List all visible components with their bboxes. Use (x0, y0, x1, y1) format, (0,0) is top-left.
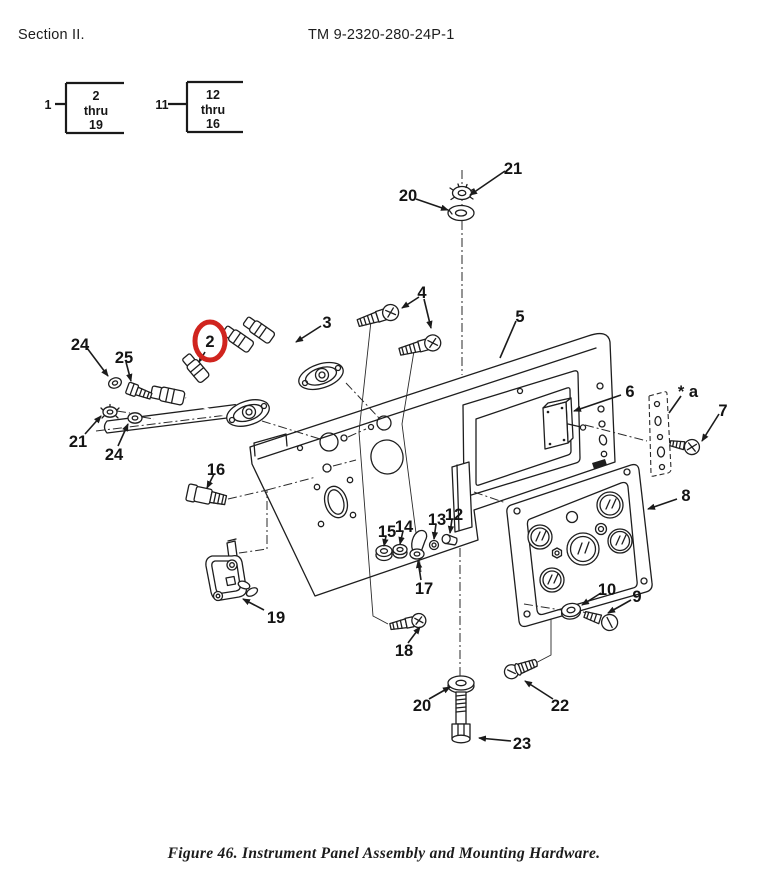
plate-a (648, 391, 672, 477)
item-group-11: 11 12 thru 16 (155, 80, 243, 134)
screw-9 (583, 610, 619, 632)
screw-18 (389, 612, 427, 631)
washer-20-top (447, 204, 475, 222)
callout-18: 18 (395, 642, 413, 660)
latch-slot (592, 459, 607, 469)
construction-lines (358, 320, 552, 668)
callout-16: 16 (207, 461, 225, 479)
washer-24 (108, 377, 122, 389)
callout-14: 14 (395, 518, 414, 536)
callout-21-left: 21 (69, 433, 87, 451)
callout-7: 7 (718, 402, 727, 420)
ring-13 (428, 539, 440, 551)
callout-12: 12 (445, 506, 463, 524)
nut-15 (375, 544, 393, 562)
bolt-23 (451, 691, 471, 744)
callout-labels: 21 20 4 3 5 2 24 25 21 24 16 19 15 14 13… (69, 160, 728, 753)
nut-21-top (449, 183, 475, 201)
tm-number: TM 9-2320-280-24P-1 (308, 27, 455, 43)
callout-22: 22 (551, 697, 569, 715)
screw-22 (503, 658, 538, 680)
callout-23: 23 (513, 735, 531, 753)
washer-10 (560, 602, 582, 620)
callout-13: 13 (428, 511, 446, 529)
switch-16 (185, 483, 228, 506)
group11-item: 11 (155, 98, 168, 112)
screw-7 (669, 438, 701, 456)
cluster-alignment (473, 491, 507, 504)
figure-caption: Figure 46. Instrument Panel Assembly and… (167, 845, 601, 862)
callout-2-highlighted: 2 (205, 333, 214, 351)
group11-end: 16 (206, 117, 220, 131)
instrument-cluster-8 (506, 463, 653, 628)
callout-8: 8 (681, 487, 690, 505)
callout-15: 15 (378, 523, 396, 541)
leader-lines (84, 170, 720, 742)
toggle-switch-6 (542, 397, 587, 450)
callout-24-upper: 24 (71, 336, 90, 354)
group1-start: 2 (93, 89, 100, 103)
callout-24-lower: 24 (105, 446, 124, 464)
screw-4a (356, 303, 400, 328)
mounting-strip (95, 403, 253, 434)
callout-20-top: 20 (399, 187, 417, 205)
nut-14 (392, 543, 408, 559)
callout-3: 3 (322, 314, 331, 332)
switch-6-alignment (584, 424, 648, 442)
callout-10: 10 (598, 581, 616, 599)
callout-6: 6 (625, 383, 634, 401)
group11-thru: thru (201, 103, 225, 117)
bracket-19 (205, 538, 259, 602)
panel-housing (249, 332, 616, 597)
callout-5: 5 (515, 308, 524, 326)
item-group-1: 1 2 thru 19 (45, 81, 124, 135)
group1-item: 1 (45, 98, 52, 112)
nut-21-left (100, 403, 120, 419)
washer-20-bottom (447, 675, 475, 694)
group1-thru: thru (84, 104, 108, 118)
switch-16-alignment (227, 476, 317, 554)
lamp-harness-2 (149, 353, 270, 427)
callout-21-top: 21 (504, 160, 522, 178)
screw-4b (398, 334, 442, 356)
callout-25: 25 (115, 349, 133, 367)
group11-start: 12 (206, 88, 220, 102)
bolt-25 (125, 381, 153, 400)
section-label: Section II. (18, 27, 85, 43)
callout-4: 4 (417, 284, 427, 302)
group1-end: 19 (89, 118, 103, 132)
callout-17: 17 (415, 580, 433, 598)
lever-17 (409, 529, 428, 560)
callout-a: * a (678, 383, 699, 401)
highlight-circle (192, 319, 228, 363)
nut-24-lower (127, 412, 143, 424)
plug-12 (441, 533, 458, 546)
callout-20-bottom: 20 (413, 697, 431, 715)
callout-9: 9 (632, 588, 641, 606)
callout-19: 19 (267, 609, 285, 627)
